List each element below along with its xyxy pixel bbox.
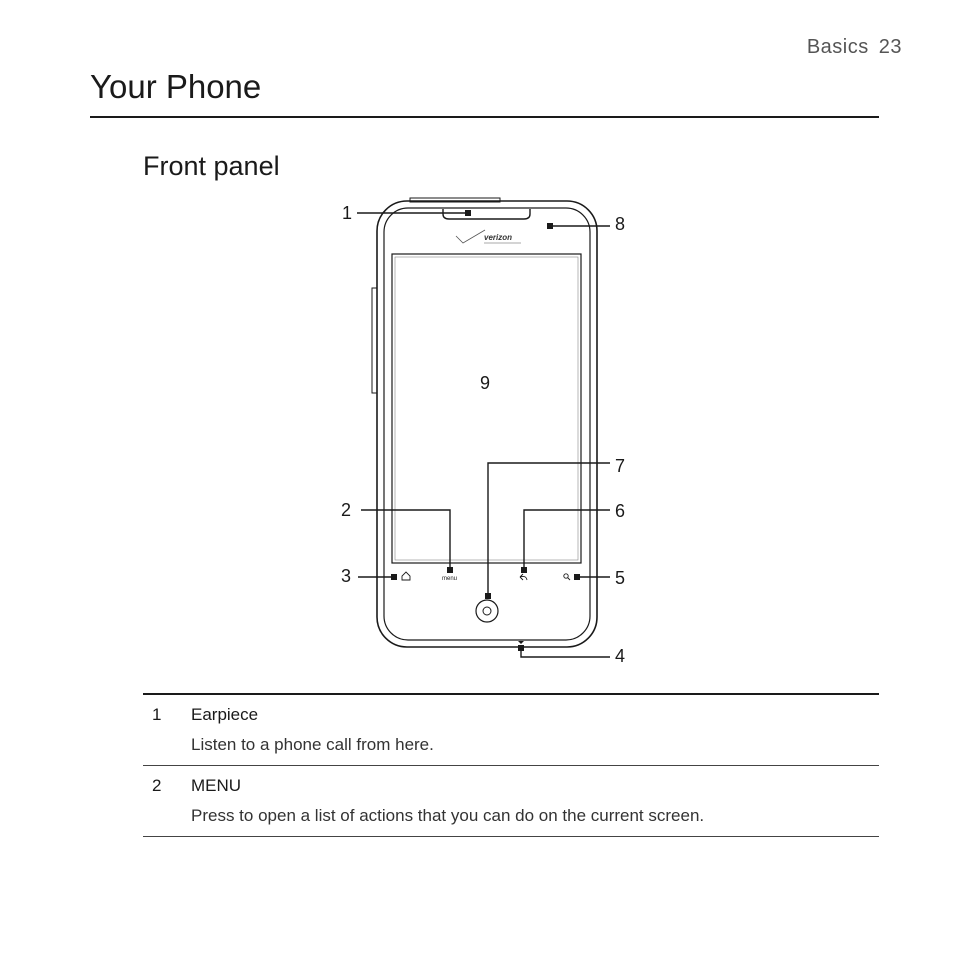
callout-line-2 [361,509,451,570]
microphone-icon [518,641,524,644]
search-key-icon [563,573,569,579]
running-head: Basics 23 [807,36,902,59]
brand-text: verizon [484,233,512,242]
table-row: 1 Earpiece Listen to a phone call from h… [143,695,879,766]
phone-outer-body [376,200,598,648]
screen-inner-edge [394,256,579,561]
callout-number-7: 7 [615,456,625,476]
callout-marker-7 [485,593,491,599]
phone-inner-bezel [383,207,591,641]
callout-number-6: 6 [615,501,625,521]
screen [391,253,582,564]
row-part-name: Earpiece [191,705,259,724]
row-description: Listen to a phone call from here. [191,735,434,754]
callout-number-1: 1 [342,203,352,223]
callout-marker-2 [447,567,453,573]
callout-number-3: 3 [341,566,351,586]
row-part-name: MENU [191,776,242,795]
callout-marker-6 [521,567,527,573]
earpiece-icon [442,209,531,220]
parts-table: 1 Earpiece Listen to a phone call from h… [143,693,879,837]
trackball [482,606,492,616]
callout-marker-8 [547,223,553,229]
chapter-rule [90,116,879,118]
callout-marker-5 [574,574,580,580]
row-number: 2 [152,776,162,795]
page-number: 23 [878,36,902,58]
brand-check-icon [455,229,486,244]
row-number: 1 [152,705,162,724]
callout-number-4: 4 [615,646,625,666]
table-row: 2 MENU Press to open a list of actions t… [143,766,879,837]
callout-number-8: 8 [615,214,625,234]
row-description: Press to open a list of actions that you… [191,806,705,825]
table-top-rule [143,693,879,695]
callout-line-7 [487,462,610,596]
volume-keys-icon [371,287,378,394]
chapter-title: Your Phone [90,68,262,105]
callout-number-9: 9 [480,373,490,393]
section-title: Front panel [143,151,280,181]
trackball-outer-ring [475,599,499,623]
running-head-section: Basics [806,36,869,58]
back-key-icon [519,573,528,581]
callout-number-2: 2 [341,500,351,520]
menu-key-text: menu [442,576,457,582]
callout-marker-1 [465,210,471,216]
home-key-icon [401,571,411,581]
callout-line-6 [523,509,610,570]
callout-marker-3 [391,574,397,580]
callout-number-5: 5 [615,568,625,588]
search-key-handle [567,577,571,581]
callout-marker-4 [518,645,524,651]
top-button-icon [409,197,501,203]
